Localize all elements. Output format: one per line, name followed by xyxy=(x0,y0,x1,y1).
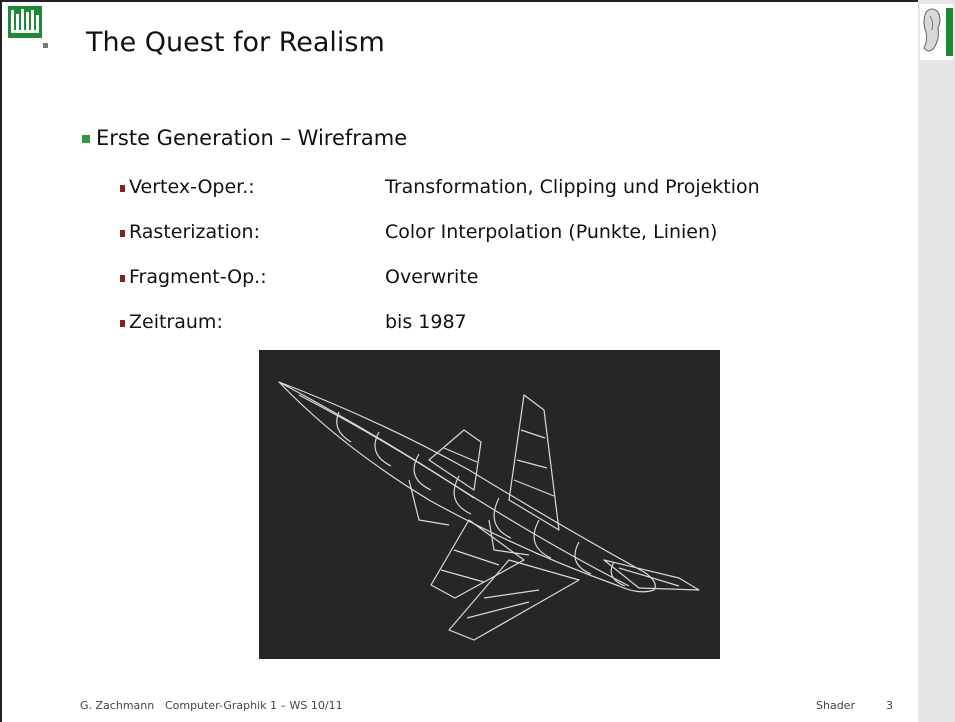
spec-key: Zeitraum: xyxy=(129,311,223,333)
slide-title: The Quest for Realism xyxy=(86,27,385,58)
footer-course: Computer-Graphik 1 – WS 10/11 xyxy=(165,699,343,712)
spec-key: Fragment-Op.: xyxy=(129,266,267,288)
main-bullet: Erste Generation – Wireframe xyxy=(82,126,408,150)
spec-key: Rasterization: xyxy=(129,221,260,243)
spec-value: Transformation, Clipping und Projektion xyxy=(385,176,760,198)
footer-page-number: 3 xyxy=(886,699,893,712)
spec-value: bis 1987 xyxy=(385,311,467,333)
bullet-square-icon xyxy=(82,135,90,143)
sub-bullet-icon xyxy=(120,320,125,327)
right-sidebar-strip xyxy=(918,0,955,722)
sub-bullet-icon xyxy=(120,185,125,192)
footer-section: Shader xyxy=(816,699,855,712)
main-bullet-text: Erste Generation – Wireframe xyxy=(96,126,408,150)
sub-bullet-icon xyxy=(120,230,125,237)
footer-author: G. Zachmann xyxy=(80,699,155,712)
slide-left-border xyxy=(0,0,2,722)
spec-value: Color Interpolation (Punkte, Linien) xyxy=(385,221,718,243)
spec-value: Overwrite xyxy=(385,266,479,288)
spec-key: Vertex-Oper.: xyxy=(129,176,255,198)
sub-bullet-icon xyxy=(120,275,125,282)
wireframe-jet-image xyxy=(259,350,720,659)
slide-top-border xyxy=(0,0,955,2)
portrait-logo-icon xyxy=(920,4,953,60)
university-crest-icon xyxy=(8,6,48,48)
